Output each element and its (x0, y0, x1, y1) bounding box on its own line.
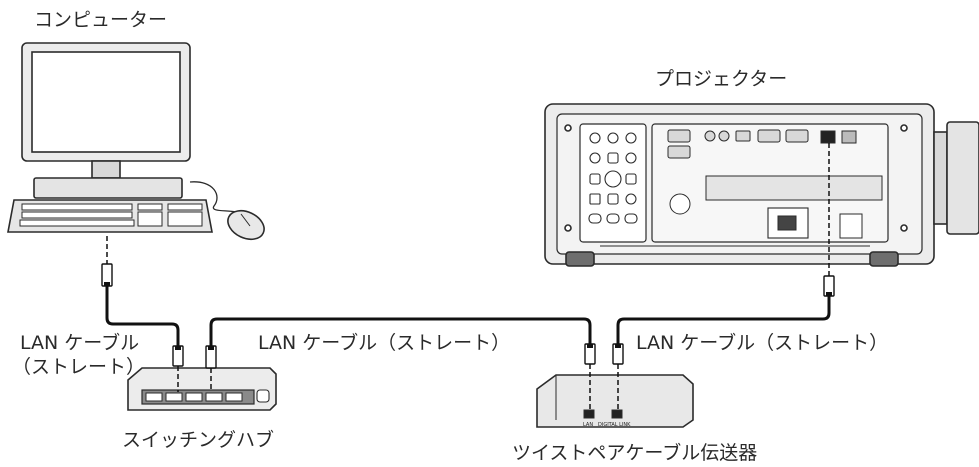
lan-cable-right-label: LAN ケーブル（ストレート） (636, 332, 889, 354)
projector-label: プロジェクター (655, 68, 788, 90)
lan-cable-left-label-line1: LAN ケーブル (20, 332, 140, 354)
lan-cable-left-label-line2: （ストレート） (12, 356, 146, 378)
twisted-pair-transmitter-icon (536, 374, 694, 428)
rj45-plug (101, 263, 835, 369)
lan-cable-middle-label: LAN ケーブル（ストレート） (258, 332, 511, 354)
lan-cable-hub-transmitter (209, 317, 592, 410)
tx-port-lan-label: LAN (583, 422, 593, 428)
network-switch-icon (127, 367, 277, 411)
computer-label: コンピューター (34, 9, 168, 31)
lan-cable-computer-hub (105, 236, 180, 392)
transmitter-label: ツイストペアケーブル伝送器 (512, 442, 758, 464)
switching-hub-label: スイッチングハブ (122, 429, 275, 451)
tx-port-digital-link-label: DIGITAL LINK (598, 422, 631, 428)
lan-cable-transmitter-projector (616, 140, 831, 410)
desktop-computer-icon (7, 42, 265, 241)
projector-icon (544, 103, 979, 267)
